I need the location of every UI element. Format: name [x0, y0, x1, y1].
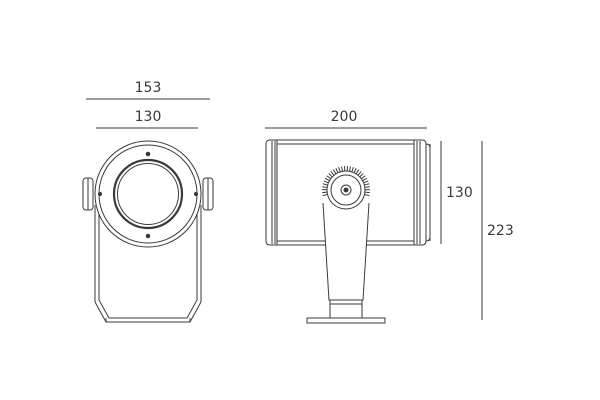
knurl-tooth	[353, 168, 357, 173]
knurl-tooth	[335, 168, 339, 173]
side-stem	[322, 202, 370, 301]
knurl-tooth	[328, 173, 333, 178]
knurl-tooth	[332, 169, 337, 175]
front-bracket-outer	[94, 205, 202, 323]
dim-label-200: 200	[331, 109, 358, 125]
knurl-tooth	[363, 180, 369, 184]
knurl-tooth	[338, 167, 341, 173]
side-pivot-knurl	[321, 166, 371, 197]
side-dimension-200: 200	[265, 109, 427, 129]
side-left-cap-outer	[265, 139, 277, 246]
dim-label-153: 153	[135, 80, 162, 96]
knurl-tooth	[322, 183, 328, 186]
front-bottom-screw	[145, 233, 151, 239]
knurl-tooth	[351, 167, 354, 173]
side-pivot-center	[343, 187, 349, 193]
dim-label-130-side: 130	[446, 185, 473, 201]
knurl-tooth	[359, 173, 364, 178]
front-lens-outer	[112, 158, 184, 230]
front-dimension-153: 153	[86, 80, 210, 100]
knurl-tooth	[364, 183, 370, 186]
side-base-plate	[306, 317, 386, 324]
knurl-tooth	[326, 175, 332, 180]
front-bracket-inner	[98, 205, 198, 319]
front-top-screw	[145, 151, 151, 157]
knurl-tooth	[349, 166, 351, 172]
front-head-outer-ring	[94, 140, 202, 248]
side-pivot-ring	[330, 174, 362, 206]
knurl-tooth	[323, 180, 329, 184]
side-dimension-223: 223	[481, 141, 514, 320]
knurl-tooth	[364, 193, 370, 197]
knurl-tooth	[322, 193, 328, 197]
knurl-tooth	[330, 171, 335, 176]
dim-label-223: 223	[487, 223, 514, 239]
front-view	[82, 140, 214, 323]
dim-label-130-front: 130	[135, 109, 162, 125]
knurl-tooth	[341, 166, 343, 172]
knurl-tooth	[322, 186, 328, 188]
knurl-tooth	[360, 175, 366, 180]
knurl-tooth	[355, 169, 360, 175]
knurl-tooth	[364, 191, 370, 194]
front-lens-inner	[117, 163, 179, 225]
front-left-pivot-dot	[97, 191, 103, 197]
side-pivot-hub	[340, 184, 352, 196]
knurl-tooth	[364, 186, 370, 188]
side-dimension-130: 130	[440, 141, 473, 244]
knurl-tooth	[362, 177, 368, 182]
knurl-tooth	[357, 171, 362, 176]
front-dimension-130: 130	[96, 109, 198, 129]
front-right-pivot-dot	[193, 191, 199, 197]
side-view	[265, 139, 431, 324]
side-right-cap-lens-arcs	[425, 143, 431, 242]
knurl-tooth	[322, 191, 328, 194]
side-right-cap-outer	[414, 139, 427, 246]
knurl-tooth	[324, 177, 330, 182]
